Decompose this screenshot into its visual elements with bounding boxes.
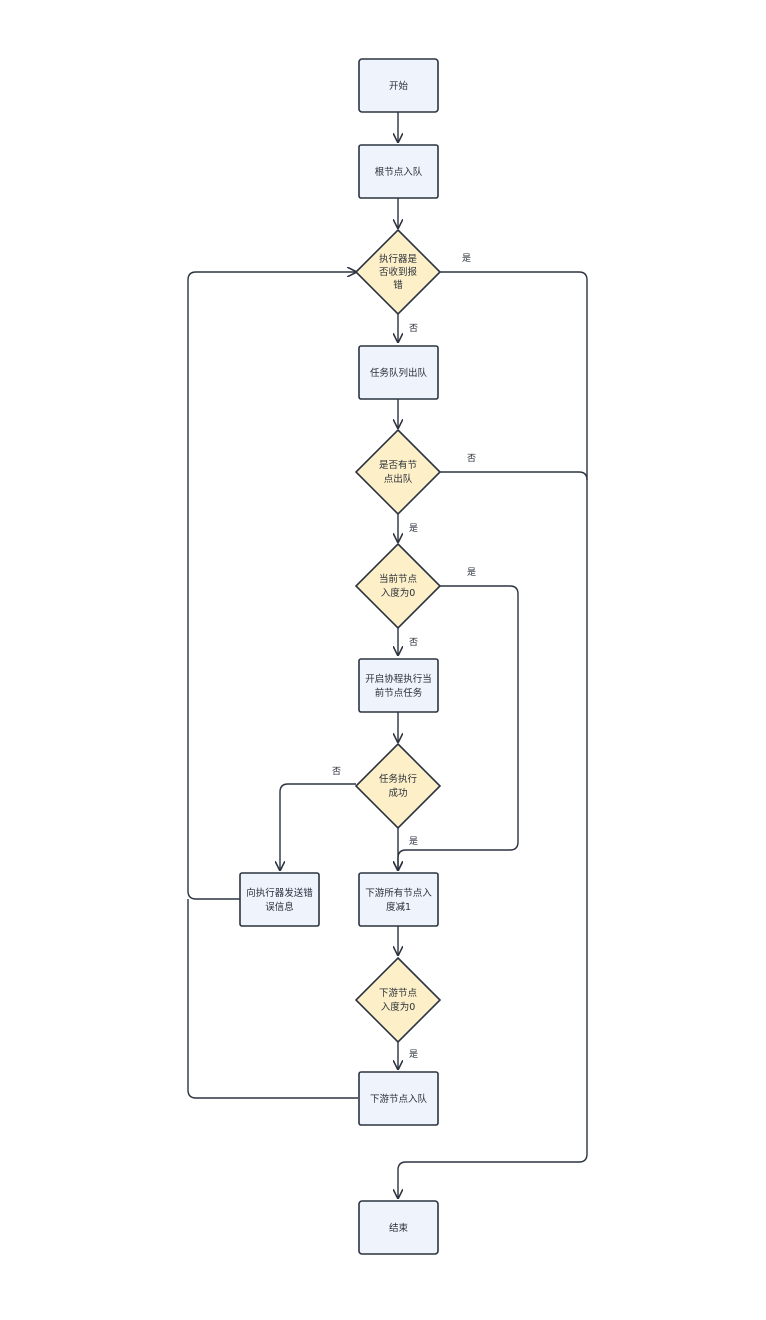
node-indegree-zero: 当前节点 入度为0 bbox=[354, 542, 442, 630]
edge-error-to-check bbox=[187, 272, 356, 900]
label-check-yes: 是 bbox=[462, 253, 471, 264]
label-success-yes: 是 bbox=[409, 836, 418, 847]
node-decrement: 下游所有节点入 度减1 bbox=[358, 872, 439, 927]
edge-success-no bbox=[280, 783, 356, 870]
node-enqueue-downstream-label: 下游节点入队 bbox=[370, 1093, 428, 1105]
node-check-error-line-2: 否收到报 bbox=[379, 266, 418, 278]
edge-indeg-yes bbox=[398, 585, 519, 870]
node-run-task-line-2: 前节点任务 bbox=[375, 687, 423, 699]
node-task-success-line-1: 任务执行 bbox=[379, 773, 418, 785]
node-start-label: 开始 bbox=[389, 80, 409, 92]
node-enqueue-downstream: 下游节点入队 bbox=[358, 1071, 439, 1126]
node-dequeue-label: 任务队列出队 bbox=[370, 367, 428, 379]
node-decrement-line-2: 度减1 bbox=[386, 901, 411, 913]
node-end-label: 结束 bbox=[389, 1222, 409, 1234]
label-has-no: 否 bbox=[467, 453, 476, 464]
edge-enqueue-to-check bbox=[187, 899, 358, 1099]
label-down-yes: 是 bbox=[409, 1049, 418, 1060]
node-task-success: 任务执行 成功 bbox=[354, 742, 442, 830]
node-has-node-line-2: 点出队 bbox=[384, 473, 413, 485]
node-send-error: 向执行器发送错 误信息 bbox=[239, 872, 320, 927]
node-send-error-line-1: 向执行器发送错 bbox=[246, 887, 313, 899]
node-downstream-zero-line-2: 入度为0 bbox=[381, 1001, 416, 1013]
label-indeg-no: 否 bbox=[409, 637, 418, 648]
node-enqueue-root-label: 根节点入队 bbox=[375, 166, 423, 178]
label-has-yes: 是 bbox=[409, 523, 418, 534]
node-has-node-line-1: 是否有节 bbox=[379, 459, 417, 471]
node-task-success-line-2: 成功 bbox=[388, 787, 407, 799]
node-check-error-line-1: 执行器是 bbox=[379, 253, 418, 265]
node-end: 结束 bbox=[358, 1200, 439, 1255]
node-enqueue-root: 根节点入队 bbox=[358, 144, 439, 199]
label-check-no: 否 bbox=[409, 323, 418, 334]
node-downstream-zero-line-1: 下游节点 bbox=[379, 987, 418, 999]
edge-has-no bbox=[440, 471, 588, 481]
node-run-task-line-1: 开启协程执行当 bbox=[365, 673, 432, 685]
node-run-task: 开启协程执行当 前节点任务 bbox=[358, 658, 439, 713]
node-start: 开始 bbox=[358, 58, 439, 113]
label-success-no: 否 bbox=[332, 766, 341, 777]
label-indeg-yes: 是 bbox=[467, 567, 476, 578]
node-downstream-zero: 下游节点 入度为0 bbox=[354, 956, 442, 1044]
node-check-error-line-3: 错 bbox=[393, 279, 403, 291]
node-indegree-zero-line-2: 入度为0 bbox=[381, 587, 416, 599]
node-send-error-line-2: 误信息 bbox=[265, 901, 294, 913]
node-decrement-line-1: 下游所有节点入 bbox=[365, 887, 432, 899]
node-dequeue: 任务队列出队 bbox=[358, 345, 439, 400]
node-check-error: 执行器是 否收到报 错 bbox=[354, 228, 442, 316]
node-indegree-zero-line-1: 当前节点 bbox=[379, 573, 418, 585]
node-has-node: 是否有节 点出队 bbox=[354, 428, 442, 516]
edge-check-yes bbox=[398, 271, 588, 1198]
